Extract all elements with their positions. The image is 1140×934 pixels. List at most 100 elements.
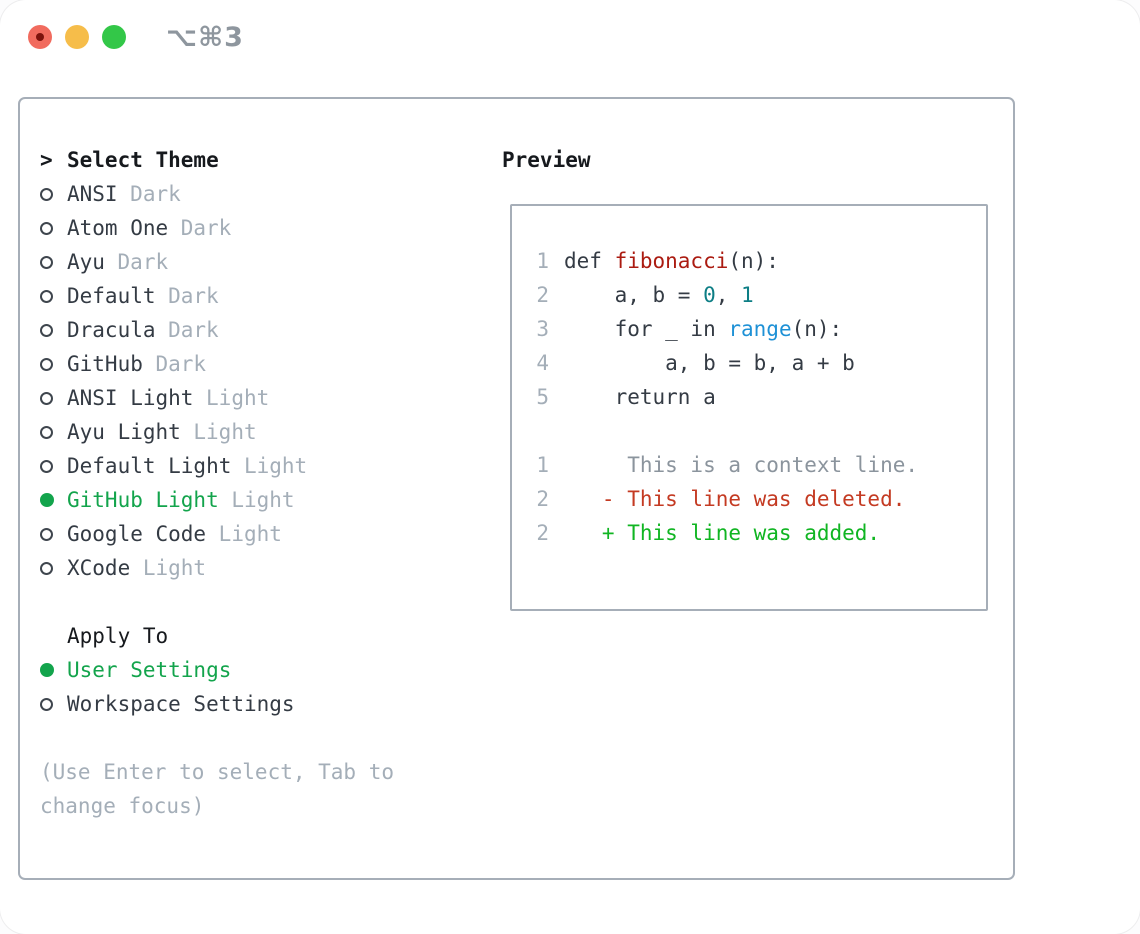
theme-option-label: Dracula — [67, 318, 156, 342]
apply-to-header: Apply To — [40, 619, 460, 653]
line-number: 2 — [536, 487, 549, 511]
theme-variant-label: Dark — [117, 250, 169, 274]
line-number: 2 — [536, 521, 549, 545]
theme-option-label: XCode — [67, 556, 131, 580]
code-segment-number: 0 — [703, 283, 716, 307]
preview-box: 1 def fibonacci(n): 2 a, b = 0, 1 3 for … — [510, 204, 988, 611]
preview-line-9: 2 + This line was added. — [536, 516, 986, 550]
theme-dialog: > Select Theme ANSI Dark Atom One Dark A… — [18, 97, 1015, 880]
preview-line-7: 1 This is a context line. — [536, 448, 986, 482]
theme-option-ansi-light[interactable]: ANSI Light Light — [40, 381, 460, 415]
theme-option-label: Default — [67, 284, 156, 308]
theme-option-ayu-light[interactable]: Ayu Light Light — [40, 415, 460, 449]
line-number: 3 — [536, 317, 549, 341]
apply-option-label: User Settings — [67, 658, 232, 682]
preview-line-6 — [536, 414, 986, 448]
code-segment-function: fibonacci — [614, 249, 729, 273]
radio-icon — [40, 459, 53, 473]
code-segment-context: This is a context line. — [564, 453, 919, 477]
code-segment-code: , — [715, 283, 742, 307]
theme-variant-label: Dark — [180, 216, 232, 240]
preview-line-8: 2 - This line was deleted. — [536, 482, 986, 516]
apply-to-title: Apply To — [67, 624, 169, 648]
code-segment-code: return a — [564, 385, 716, 409]
radio-icon — [40, 425, 53, 439]
radio-icon — [40, 255, 53, 269]
theme-list-header: > Select Theme — [40, 143, 460, 177]
theme-option-label: Ayu — [67, 250, 105, 274]
theme-option-atom-one[interactable]: Atom One Dark — [40, 211, 460, 245]
theme-variant-label: Light — [193, 420, 257, 444]
radio-icon — [40, 357, 53, 371]
theme-variant-label: Light — [206, 386, 270, 410]
close-dot-icon — [36, 33, 44, 41]
theme-option-ayu[interactable]: Ayu Dark — [40, 245, 460, 279]
theme-option-label: GitHub Light — [67, 488, 219, 512]
zoom-button[interactable] — [102, 25, 126, 49]
theme-option-ansi[interactable]: ANSI Dark — [40, 177, 460, 211]
hint-text: (Use Enter to select, Tab to change focu… — [40, 760, 395, 818]
theme-variant-label: Dark — [168, 284, 219, 308]
theme-variant-label: Light — [218, 522, 282, 546]
apply-option-user-settings[interactable]: User Settings — [40, 653, 460, 687]
apply-option-label: Workspace Settings — [67, 692, 295, 716]
close-button[interactable] — [28, 25, 52, 49]
radio-icon — [40, 493, 54, 507]
code-segment-code: def — [564, 249, 615, 273]
theme-option-label: GitHub — [67, 352, 143, 376]
window-shortcut-label: ⌥⌘3 — [166, 22, 244, 53]
theme-variant-label: Light — [231, 488, 295, 512]
theme-option-label: Google Code — [67, 522, 207, 546]
cursor-marker: > — [40, 148, 67, 172]
apply-option-workspace-settings[interactable]: Workspace Settings — [40, 687, 460, 721]
theme-list-title: Select Theme — [67, 148, 219, 172]
theme-option-google-code[interactable]: Google Code Light — [40, 517, 460, 551]
preview-title: Preview — [502, 148, 591, 172]
radio-icon — [40, 221, 53, 235]
radio-icon — [40, 561, 53, 575]
code-segment-code: (n): — [791, 317, 843, 341]
line-number: 4 — [536, 351, 549, 375]
theme-variant-label: Dark — [168, 318, 219, 342]
code-segment-code: a, b = b, a + b — [564, 351, 855, 375]
preview-line-5: 5 return a — [536, 380, 986, 414]
theme-option-xcode[interactable]: XCode Light — [40, 551, 460, 585]
preview-line-4: 4 a, b = b, a + b — [536, 346, 986, 380]
theme-variant-label: Dark — [130, 182, 181, 206]
preview-line-3: 3 for _ in range(n): — [536, 312, 986, 346]
theme-option-label: ANSI Light — [67, 386, 194, 410]
minimize-button[interactable] — [65, 25, 89, 49]
theme-option-dracula[interactable]: Dracula Dark — [40, 313, 460, 347]
theme-variant-label: Light — [142, 556, 207, 580]
code-segment-code: (n): — [728, 249, 779, 273]
radio-icon — [40, 323, 53, 337]
radio-icon — [40, 527, 53, 541]
theme-option-label: Default Light — [67, 454, 232, 478]
line-number: 1 — [536, 453, 549, 477]
line-number: 1 — [536, 249, 549, 273]
theme-option-default-light[interactable]: Default Light Light — [40, 449, 460, 483]
code-segment-number: 1 — [741, 283, 754, 307]
radio-icon — [40, 663, 54, 677]
line-number: 5 — [536, 385, 549, 409]
theme-variant-label: Dark — [155, 352, 207, 376]
code-segment-deleted: - This line was deleted. — [564, 487, 906, 511]
radio-icon — [40, 697, 53, 711]
theme-list: > Select Theme ANSI Dark Atom One Dark A… — [40, 143, 460, 823]
code-segment-code: for _ in — [564, 317, 729, 341]
preview-line-1: 1 def fibonacci(n): — [536, 244, 986, 278]
theme-option-github[interactable]: GitHub Dark — [40, 347, 460, 381]
line-number: 2 — [536, 283, 549, 307]
radio-icon — [40, 391, 53, 405]
theme-option-default[interactable]: Default Dark — [40, 279, 460, 313]
spacer — [40, 721, 460, 755]
theme-option-label: Ayu Light — [67, 420, 181, 444]
titlebar: ⌥⌘3 — [0, 0, 1140, 97]
cursor-icon: > — [40, 148, 53, 172]
code-segment-builtin: range — [728, 317, 792, 341]
theme-option-label: Atom One — [67, 216, 169, 240]
code-segment-added: + This line was added. — [564, 521, 881, 545]
theme-option-github-light[interactable]: GitHub Light Light — [40, 483, 460, 517]
preview-line-2: 2 a, b = 0, 1 — [536, 278, 986, 312]
